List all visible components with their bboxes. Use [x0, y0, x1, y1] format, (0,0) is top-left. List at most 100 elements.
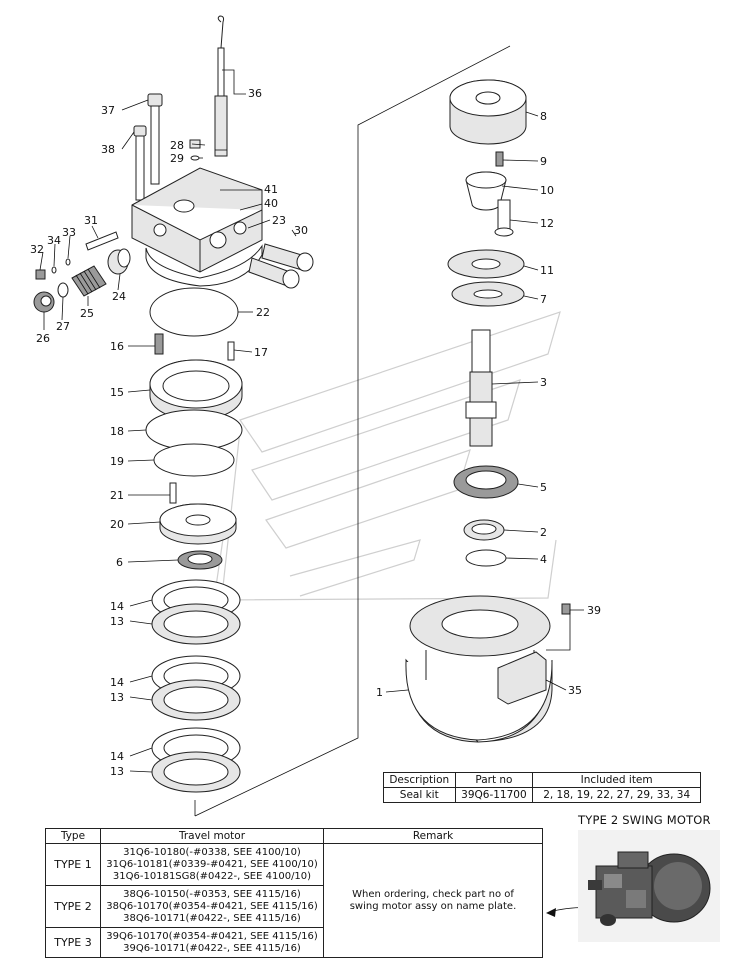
type-cell: TYPE 2 — [45, 885, 101, 928]
callout-9: 9 — [540, 155, 547, 168]
part-37-bolt — [147, 93, 163, 185]
part-32-screw — [35, 269, 46, 280]
part-7-shoe-plate — [451, 281, 525, 307]
callout-13b: 13 — [110, 691, 124, 704]
callout-14b: 14 — [110, 676, 124, 689]
callout-39: 39 — [587, 604, 601, 617]
part-3-shaft — [465, 329, 497, 447]
part-5-bearing — [453, 465, 519, 499]
seal-kit-table: Description Part no Included item Seal k… — [383, 772, 701, 803]
callout-12: 12 — [540, 217, 554, 230]
seal-included: 2, 18, 19, 22, 27, 29, 33, 34 — [532, 787, 701, 803]
callout-3: 3 — [540, 376, 547, 389]
seal-part-no: 39Q6-11700 — [454, 787, 534, 803]
callout-23: 23 — [272, 214, 286, 227]
remark-line: When ordering, check part no of — [352, 888, 514, 900]
motor-type-table: Type Travel motor Remark TYPE 1 31Q6-101… — [45, 828, 543, 958]
part-6-bearing — [177, 550, 223, 570]
part-25-spring — [71, 265, 107, 297]
travel-line: 31Q6-10180(-#0338, SEE 4100/10) — [123, 846, 301, 858]
callout-25: 25 — [80, 307, 94, 320]
travel-line: 31Q6-10181SG8(#0422-, SEE 4100/10) — [112, 870, 312, 882]
type-header: Type — [45, 828, 101, 844]
seal-header-part-no: Part no — [454, 772, 534, 788]
callout-28: 28 — [170, 139, 184, 152]
travel-line: 38Q6-10171(#0422-, SEE 4115/16) — [123, 912, 301, 924]
table-row: Seal kit 39Q6-11700 2, 18, 19, 22, 27, 2… — [383, 787, 701, 803]
callout-30: 30 — [294, 224, 308, 237]
part-33-34-orings — [51, 258, 71, 274]
travel-line: 38Q6-10170(#0354-#0421, SEE 4115/16) — [106, 900, 318, 912]
table-row: TYPE 3 39Q6-10170(#0354-#0421, SEE 4115/… — [45, 927, 543, 958]
callout-7: 7 — [540, 293, 547, 306]
callout-22: 22 — [256, 306, 270, 319]
callout-21: 21 — [110, 489, 124, 502]
seal-header-description: Description — [383, 772, 456, 788]
callout-35: 35 — [568, 684, 582, 697]
type-cell: TYPE 1 — [45, 843, 101, 886]
callout-31: 31 — [84, 214, 98, 227]
callout-41: 41 — [264, 183, 278, 196]
part-15-piston — [149, 359, 243, 421]
travel-header: Travel motor — [100, 828, 324, 844]
callout-15: 15 — [110, 386, 124, 399]
travel-line: 38Q6-10150(-#0353, SEE 4115/16) — [123, 888, 301, 900]
callout-8: 8 — [540, 110, 547, 123]
part-4-snap-ring — [465, 549, 507, 567]
seal-description: Seal kit — [383, 787, 456, 803]
part-24-sleeve — [107, 248, 131, 275]
type2-swing-motor-photo — [578, 830, 720, 942]
callout-2: 2 — [540, 526, 547, 539]
callout-4: 4 — [540, 553, 547, 566]
callout-19: 19 — [110, 455, 124, 468]
callout-18: 18 — [110, 425, 124, 438]
part-19-oring — [153, 443, 235, 477]
callout-leaders — [39, 69, 584, 773]
callout-32: 32 — [30, 243, 44, 256]
valve-block — [131, 167, 263, 287]
callout-33: 33 — [62, 226, 76, 239]
travel-cell: 38Q6-10150(-#0353, SEE 4115/16) 38Q6-101… — [100, 885, 324, 928]
callout-36: 36 — [248, 87, 262, 100]
part-30-relief-valves — [248, 243, 314, 289]
travel-line: 31Q6-10181(#0339-#0421, SEE 4100/10) — [106, 858, 318, 870]
part-20-valve-plate — [159, 503, 237, 545]
part-28-plug — [189, 139, 201, 161]
remark-header: Remark — [323, 828, 543, 844]
part-39-plug — [561, 603, 571, 615]
part-31-pin — [85, 231, 119, 251]
callout-24: 24 — [112, 290, 126, 303]
travel-line: 39Q6-10171(#0422-, SEE 4115/16) — [123, 942, 301, 954]
friction-discs-stack — [151, 579, 241, 793]
travel-cell: 39Q6-10170(#0354-#0421, SEE 4115/16) 39Q… — [100, 927, 324, 958]
travel-cell: 31Q6-10180(-#0338, SEE 4100/10) 31Q6-101… — [100, 843, 324, 886]
part-2-oil-seal — [463, 519, 505, 541]
seal-header-included: Included item — [532, 772, 701, 788]
part-27-oring — [57, 282, 69, 298]
part-36-rod — [214, 15, 228, 157]
callout-20: 20 — [110, 518, 124, 531]
callout-1: 1 — [376, 686, 383, 699]
part-21-pin — [169, 482, 177, 504]
type2-title: TYPE 2 SWING MOTOR — [578, 813, 711, 827]
callout-14a: 14 — [110, 600, 124, 613]
callout-13a: 13 — [110, 615, 124, 628]
callout-11: 11 — [540, 264, 554, 277]
callout-27: 27 — [56, 320, 70, 333]
assembly-guide-lines — [194, 45, 511, 817]
part-35-name-plate — [497, 651, 547, 705]
callout-34: 34 — [47, 234, 61, 247]
callout-16: 16 — [110, 340, 124, 353]
table-row: TYPE 2 38Q6-10150(-#0353, SEE 4115/16) 3… — [45, 885, 543, 928]
part-12-piston — [494, 199, 514, 237]
callout-38: 38 — [101, 143, 115, 156]
part-17-pin — [227, 341, 235, 361]
part-9-spring — [495, 151, 504, 167]
callout-29: 29 — [170, 152, 184, 165]
callout-40: 40 — [264, 197, 278, 210]
remark-cell: When ordering, check part no of swing mo… — [323, 843, 543, 958]
callout-labels: 36 37 38 28 29 41 40 23 30 31 33 34 32 2… — [30, 87, 601, 778]
part-8-cylinder-block — [449, 79, 527, 145]
part-10-ball-guide — [465, 171, 507, 211]
